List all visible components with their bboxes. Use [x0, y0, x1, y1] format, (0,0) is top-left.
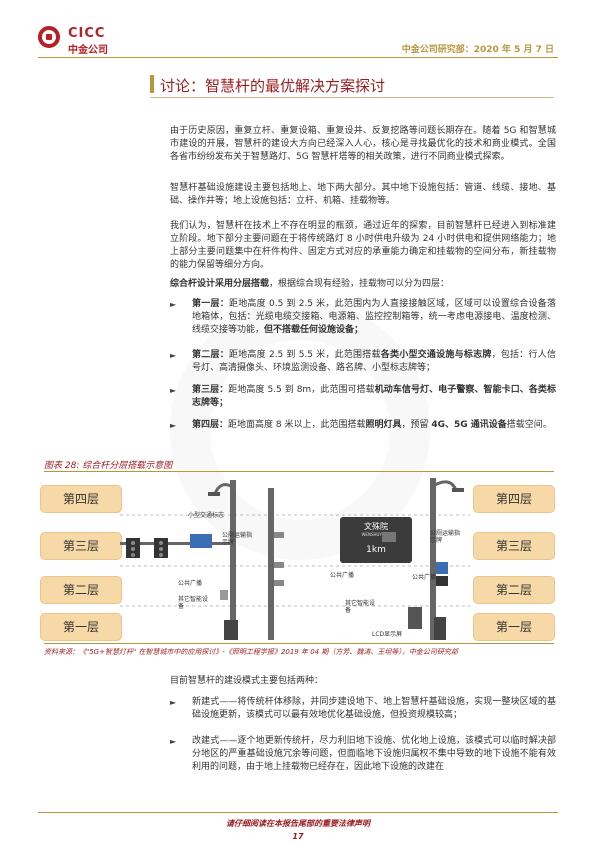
- page-number: 17: [292, 832, 304, 841]
- title-divider: [150, 97, 554, 98]
- mode-bullet-1: ► 新建式——将传统杆体移除，并同步建设地下、地上智慧杆基础设施，实现一整块区域…: [170, 696, 556, 722]
- arrow-bullet-icon: ►: [170, 421, 177, 430]
- footer-disclaimer: 请仔细阅读在本报告尾部的重要法律声明: [226, 819, 370, 828]
- left-smart-pole: [120, 480, 238, 640]
- layer-bullet-2: ► 第二层：距地高度 2.5 到 5.5 米，此范围搭载各类小型交通设施与标志牌…: [170, 349, 556, 375]
- label-public-broadcast-right: 公共广播: [412, 574, 437, 581]
- guide-sign-sub: WENSHUYUAN: [361, 532, 391, 537]
- paragraph-4: 综合杆设计采用分层搭载，根据综合现有经验，挂载物可以分为四层：: [170, 278, 556, 291]
- bullet-1-bold: 但不搭载任何设施设备；: [264, 325, 364, 335]
- figure-source: 资料来源：《"5G+智慧灯杆" 在智慧城市中的应用探讨》-《照明工程学报》201…: [44, 648, 458, 656]
- label-other-device-left: 其它智能设备: [178, 596, 209, 610]
- layer-bullet-3: ► 第三层：距地高度 5.5 到 8m，此范围可搭载机动车信号灯、电子警察、智能…: [170, 384, 556, 410]
- layer-bullet-4: ► 第四层：距地面高度 8 米以上，此范围搭载照明灯具，预留 4G、5G 通讯设…: [170, 419, 556, 432]
- bullet-4-bold2: 4G、5G 通讯设备: [431, 420, 507, 430]
- header-divider: [38, 57, 558, 58]
- layer-3-left: 第三层: [40, 532, 122, 560]
- label-other-device-right: 其它智能设备: [345, 600, 376, 614]
- logo-en: CICC: [68, 26, 106, 41]
- figure-title: 图表 28: 综合杆分层搭载示意图: [44, 461, 173, 471]
- paragraph-4-bold: 综合杆设计采用分层搭载: [170, 279, 270, 289]
- right-smart-pole: [382, 478, 464, 640]
- bullet-2-lead: 第二层：: [192, 350, 229, 360]
- label-public-broadcast-left: 公共广播: [178, 580, 203, 587]
- label-indicator-left: 公厕运输指示牌: [222, 532, 253, 546]
- bullet-3-bold: 机动车信号灯、电子警察、智能卡口、各类标志牌等；: [192, 385, 556, 408]
- layer-1-right: 第一层: [473, 613, 555, 641]
- mode-bullet-1-text: 新建式——将传统杆体移除，并同步建设地下、地上智慧杆基础设施，实现一整块区域的基…: [192, 697, 556, 720]
- paragraph-modes: 目前智慧杆的建设模式主要包括两种：: [170, 676, 324, 686]
- layer-4-right: 第四层: [473, 485, 555, 513]
- bullet-4-bold: 照明灯具: [365, 420, 402, 430]
- arrow-bullet-icon: ►: [170, 386, 177, 395]
- page-title: 讨论：智慧杆的最优解决方案探讨: [160, 77, 386, 95]
- layer-2-right: 第二层: [473, 576, 555, 604]
- figure-top-divider: [44, 471, 554, 472]
- layer-dividers: [120, 514, 470, 607]
- bullet-4-lead: 第四层：: [192, 420, 229, 430]
- title-accent: [150, 75, 154, 93]
- middle-smart-pole: [268, 488, 284, 640]
- label-small-traffic-sign: 小型交通标志: [188, 512, 225, 519]
- cicc-logo-dot: [46, 34, 52, 40]
- layer-1-left: 第一层: [40, 613, 122, 641]
- header-date: 中金公司研究部：2020 年 5 月 7 日: [401, 45, 554, 55]
- bullet-4-tail: ，预留: [401, 420, 432, 430]
- guide-sign: 文殊院 WENSHUYUAN 1km: [340, 517, 412, 563]
- layer-4-left: 第四层: [40, 485, 122, 513]
- arrow-bullet-icon: ►: [170, 300, 177, 309]
- bullet-4-tail2: 搭载空间。: [506, 420, 552, 430]
- guide-sign-name: 文殊院: [364, 522, 388, 531]
- bullet-1-text: 距地高度 0.5 到 2.5 米，此范围内为人直接接触区域，区域可以设置综合设备…: [192, 299, 556, 335]
- footer-divider: [38, 812, 558, 813]
- arrow-bullet-icon: ►: [170, 737, 177, 746]
- paragraph-2: 智慧杆基础设施建设主要包括地上、地下两大部分。其中地下设施包括：管道、线缆、接地…: [170, 183, 556, 206]
- label-lcd: LCD显示屏: [372, 631, 403, 638]
- arrow-bullet-icon: ►: [170, 698, 177, 707]
- bullet-2-bold: 各类小型交通设施与标志牌: [380, 350, 492, 360]
- bullet-2-text: 距地高度 2.5 到 5.5 米，此范围搭载: [228, 350, 381, 360]
- cicc-logo-icon: [38, 26, 60, 48]
- arrow-bullet-icon: ►: [170, 351, 177, 360]
- layer-3-right: 第三层: [473, 532, 555, 560]
- layer-2-left: 第二层: [40, 576, 122, 604]
- paragraph-4-rest: ，根据综合现有经验，挂载物可以分为四层：: [269, 279, 450, 289]
- mode-bullet-2-text: 改建式——逐个地更新传统杆，尽力利旧地下设施、优化地上设施，该模式可以临时解决部…: [192, 736, 556, 772]
- paragraph-1: 由于历史原因，重复立杆、重复设箱、重复设井、反复挖路等问题长期存在。随着 5G …: [170, 126, 556, 162]
- guide-sign-distance: 1km: [366, 545, 386, 555]
- label-public-broadcast-mid: 公共广播: [330, 572, 355, 579]
- figure-bottom-divider: [44, 643, 554, 644]
- label-indicator: 公厕运输指示牌: [430, 530, 461, 544]
- layer-bullet-1: ► 第一层：距地高度 0.5 到 2.5 米，此范围内为人直接接触区域，区域可以…: [170, 298, 556, 337]
- bullet-2-tail: ，包括：行人信号灯、高清摄像头、环境监测设备、路名牌、小型标志牌等；: [192, 350, 556, 373]
- paragraph-3: 我们认为，智慧杆在技术上不存在明显的瓶颈，通过近年的探索，目前智慧杆已经进入到标…: [170, 221, 556, 270]
- mode-bullet-2: ► 改建式——逐个地更新传统杆，尽力利旧地下设施、优化地上设施，该模式可以临时解…: [170, 735, 556, 774]
- bullet-3-lead: 第三层：: [192, 385, 229, 395]
- bullet-1-lead: 第一层：: [192, 299, 229, 309]
- bullet-4-text: 距地面高度 8 米以上，此范围搭载: [228, 420, 366, 430]
- logo-cn: 中金公司: [68, 45, 108, 56]
- bullet-3-text: 距地高度 5.5 到 8m，此范围可搭载: [228, 385, 375, 395]
